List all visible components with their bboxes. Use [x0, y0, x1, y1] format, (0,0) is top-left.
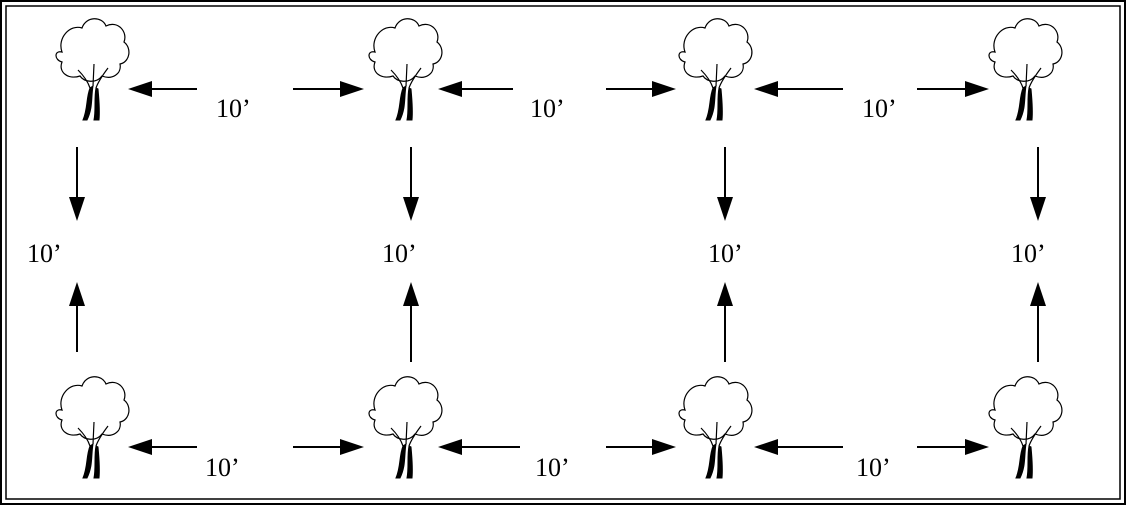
bottom-span-1-label: 10’ — [205, 453, 240, 482]
bottom-span-3-arrows — [754, 439, 989, 455]
column-2-arrows — [403, 147, 419, 362]
top-span-3-arrows — [754, 81, 989, 97]
tree-icon — [678, 376, 753, 479]
bottom-span-3-label: 10’ — [856, 453, 891, 482]
top-span-2-arrows — [438, 81, 676, 97]
column-3-label: 10’ — [708, 239, 743, 268]
bottom-span-1-arrows — [128, 439, 364, 455]
column-1-label: 10’ — [27, 239, 62, 268]
tree-icon — [988, 18, 1063, 121]
tree-icon — [988, 376, 1063, 479]
tree-icon — [55, 376, 130, 479]
column-2-label: 10’ — [382, 239, 417, 268]
tree-icon — [678, 18, 753, 121]
tree-icon — [368, 376, 443, 479]
tree-icon — [55, 18, 130, 121]
column-4-arrows — [1030, 147, 1046, 362]
top-span-1-arrows — [128, 81, 364, 97]
tree-icon — [368, 18, 443, 121]
bottom-span-2-label: 10’ — [535, 453, 570, 482]
column-4-label: 10’ — [1011, 239, 1046, 268]
bottom-span-2-arrows — [438, 439, 676, 455]
top-span-3-label: 10’ — [862, 94, 897, 123]
inner-border — [5, 5, 1121, 500]
column-3-arrows — [717, 147, 733, 362]
top-span-1-label: 10’ — [216, 94, 251, 123]
column-1-arrows — [69, 147, 85, 352]
top-span-2-label: 10’ — [530, 94, 565, 123]
